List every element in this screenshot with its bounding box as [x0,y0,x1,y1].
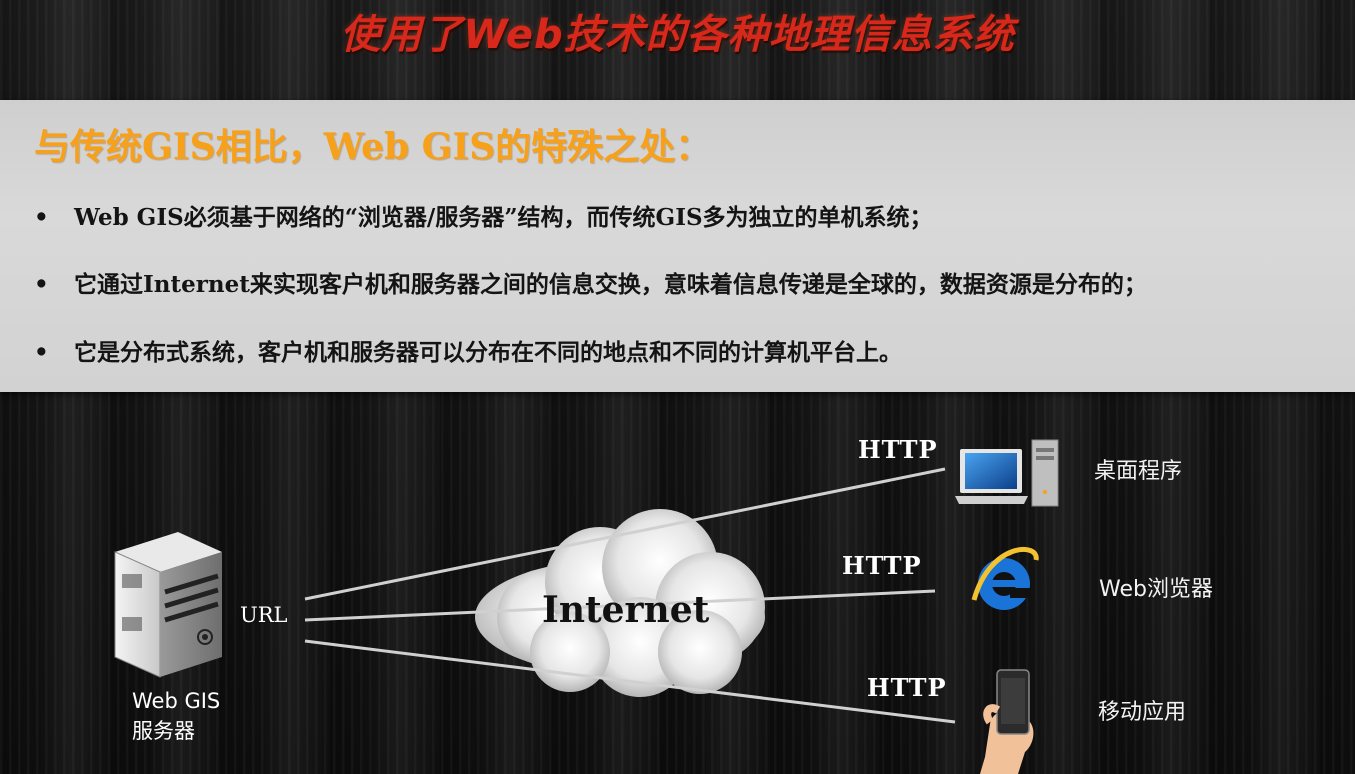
mobile-phone-icon [980,669,1034,774]
server-label: Web GIS 服务器 [132,686,220,746]
bullet-dot: • [34,339,49,366]
connection-line-mobile [304,639,956,724]
internet-label: Internet [542,589,710,631]
url-label: URL [240,603,288,627]
network-diagram [114,439,1059,774]
web-browser-icon [971,546,1039,610]
bullet-item: • 它通过Internet来实现客户机和服务器之间的信息交换，意味着信息传递是全球… [34,265,1344,301]
bullet-dot: • [34,204,49,231]
client-label-desktop: 桌面程序 [1094,459,1183,484]
bullet-item: • 它是分布式系统，客户机和服务器可以分布在不同的地点和不同的计算机平台上。 [34,333,1344,369]
client-label-browser: Web浏览器 [1099,577,1213,602]
bullet-text: 它通过Internet来实现客户机和服务器之间的信息交换，意味着信息传递是全球的… [74,271,1147,298]
bullet-text: Web GIS必须基于网络的“浏览器/服务器”结构，而传统GIS多为独立的单机系… [74,204,933,231]
connection-line-browser [304,589,936,622]
slide-title: 使用了Web技术的各种地理信息系统 [340,12,1015,58]
desktop-computer-icon [955,439,1059,507]
client-label-mobile: 移动应用 [1098,700,1187,725]
comparison-panel [0,100,1355,392]
connection-line-desktop [304,467,946,601]
bullet-dot: • [34,271,49,298]
server-icon [114,532,222,678]
http-label-browser: HTTP [842,551,922,580]
server-label-line2: 服务器 [132,719,195,743]
server-label-line1: Web GIS [132,689,221,713]
internet-cloud [475,509,765,697]
bullet-text: 它是分布式系统，客户机和服务器可以分布在不同的地点和不同的计算机平台上。 [74,339,902,366]
http-label-desktop: HTTP [858,435,938,464]
bullet-item: • Web GIS必须基于网络的“浏览器/服务器”结构，而传统GIS多为独立的单机… [34,198,1344,234]
panel-heading: 与传统GIS相比，Web GIS的特殊之处： [34,126,712,168]
http-label-mobile: HTTP [867,673,947,702]
